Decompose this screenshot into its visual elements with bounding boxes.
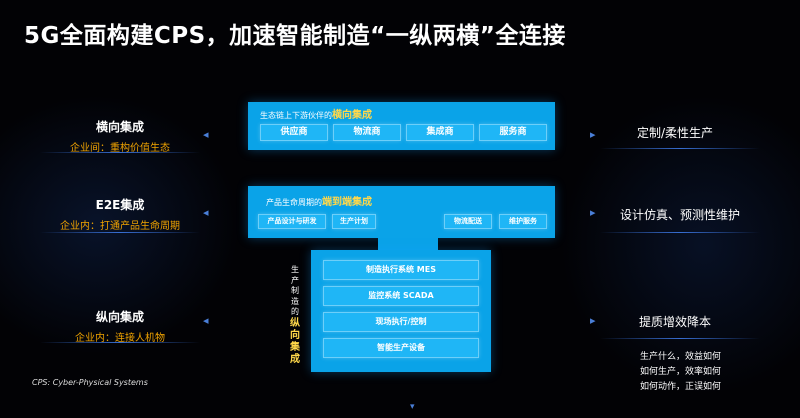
box-logistics-delivery: 物流配送 <box>444 214 492 229</box>
left-label-vertical: 纵向集成 企业内：连接人机物 <box>60 308 180 344</box>
vertical-caption: 生 产 制 造 的 纵 向 集 成 <box>288 265 302 366</box>
vertical-char-highlight: 纵 <box>290 317 300 329</box>
box-integrator: 集成商 <box>406 124 474 141</box>
arrow-down-icon: ▾ <box>410 402 415 412</box>
box-scada: 监控系统 SCADA <box>323 286 479 306</box>
caption-highlight: 横向集成 <box>332 110 372 121</box>
arrow-left-icon: ◂ <box>203 128 209 141</box>
divider-line <box>600 232 760 233</box>
vertical-char-highlight: 向 <box>290 329 300 341</box>
box-supplier: 供应商 <box>260 124 328 141</box>
horizontal-integration-panel: 生态链上下游伙伴的横向集成 供应商 物流商 集成商 服务商 <box>248 102 555 150</box>
left-label-horizontal: 横向集成 企业间：重构价值生态 <box>60 118 180 154</box>
left-heading-horizontal: 横向集成 <box>95 120 144 134</box>
vertical-char: 造 <box>291 296 299 306</box>
arrow-left-icon: ◂ <box>203 206 209 219</box>
left-heading-vertical: 纵向集成 <box>95 310 144 324</box>
divider-line <box>40 152 200 153</box>
arrow-left-icon: ◂ <box>203 314 209 327</box>
arrow-right-icon: ▸ <box>590 128 596 141</box>
right-label-simulation: 设计仿真、预测性维护 <box>619 208 740 222</box>
left-heading-e2e: E2E集成 <box>95 198 145 212</box>
arrow-right-icon: ▸ <box>590 206 596 219</box>
left-sub-horizontal: 企业间：重构价值生态 <box>70 143 170 154</box>
right-label-flexible: 定制/柔性生产 <box>636 126 714 140</box>
box-service-provider: 服务商 <box>479 124 547 141</box>
caption-prefix: 产品生命周期的 <box>266 198 322 207</box>
divider-line <box>600 148 760 149</box>
right-label-efficiency: 提质增效降本 <box>638 315 711 329</box>
vertical-char-highlight: 集 <box>290 341 300 353</box>
page-title: 5G全面构建CPS，加速智能制造“一纵两横”全连接 <box>24 23 566 49</box>
left-sub-vertical: 企业内：连接人机物 <box>75 333 165 344</box>
panel-caption: 产品生命周期的端到端集成 <box>266 193 372 208</box>
box-production-plan: 生产计划 <box>332 214 376 229</box>
box-mes: 制造执行系统 MES <box>323 260 479 280</box>
left-label-e2e: E2E集成 企业内：打通产品生命周期 <box>50 196 190 232</box>
caption-highlight: 端到端集成 <box>322 197 372 208</box>
box-logistics: 物流商 <box>333 124 401 141</box>
panel-connector <box>378 236 438 252</box>
box-maintenance: 维护服务 <box>499 214 547 229</box>
vertical-char: 产 <box>291 275 299 285</box>
divider-line <box>600 338 760 339</box>
right-note: 如何动作，正误如何 <box>640 382 722 392</box>
vertical-char: 生 <box>291 265 299 274</box>
footnote: CPS: Cyber-Physical Systems <box>32 378 148 387</box>
panel-caption: 生态链上下游伙伴的横向集成 <box>260 106 372 121</box>
box-smart-equipment: 智能生产设备 <box>323 338 479 358</box>
divider-line <box>40 342 200 343</box>
vertical-char: 制 <box>291 286 299 295</box>
right-note: 如何生产，效率如何 <box>640 367 722 377</box>
vertical-integration-panel: 制造执行系统 MES 监控系统 SCADA 现场执行/控制 智能生产设备 <box>311 250 491 372</box>
arrow-right-icon: ▸ <box>590 314 596 327</box>
vertical-char-highlight: 成 <box>290 353 300 365</box>
e2e-integration-panel: 产品生命周期的端到端集成 产品设计与研发 生产计划 物流配送 维护服务 <box>248 186 555 238</box>
divider-line <box>40 232 200 233</box>
right-notes: 生产什么，效益如何 如何生产，效率如何 如何动作，正误如何 <box>640 350 721 395</box>
box-field-control: 现场执行/控制 <box>323 312 479 332</box>
left-sub-e2e: 企业内：打通产品生命周期 <box>60 221 180 232</box>
box-product-design: 产品设计与研发 <box>258 214 326 229</box>
vertical-char: 的 <box>291 307 299 316</box>
right-note: 生产什么，效益如何 <box>640 352 722 362</box>
caption-prefix: 生态链上下游伙伴的 <box>260 111 332 120</box>
